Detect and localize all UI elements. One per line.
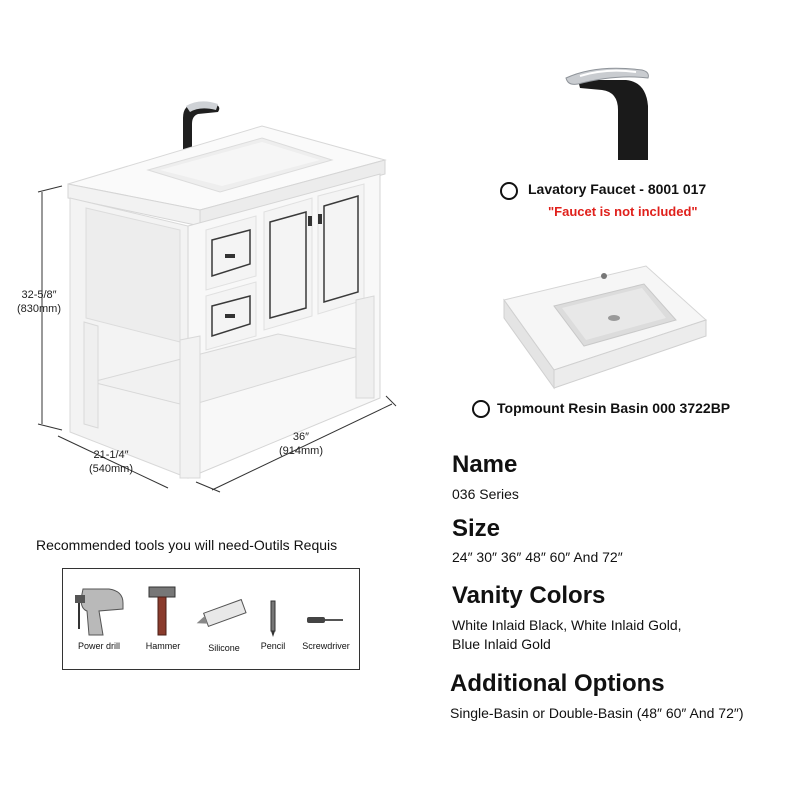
faucet-radio[interactable] xyxy=(500,182,518,200)
tools-box: Power drill Hammer Silicone Pencil Screw… xyxy=(62,568,360,670)
width-in-label: 36″ xyxy=(292,431,310,443)
silicone-icon xyxy=(196,598,247,628)
tool-label-silicone: Silicone xyxy=(208,643,240,653)
tool-label-screwdriver: Screwdriver xyxy=(302,641,350,651)
faucet-not-included-note: "Faucet is not included" xyxy=(548,204,698,219)
additional-options-value: Single-Basin or Double-Basin (48″ 60″ An… xyxy=(450,705,744,721)
screwdriver-icon xyxy=(307,617,343,623)
power-drill-icon xyxy=(75,588,124,636)
size-heading: Size xyxy=(452,515,501,542)
hammer-icon xyxy=(148,586,176,636)
tools-heading: Recommended tools you will need-Outils R… xyxy=(36,537,338,553)
additional-options-heading: Additional Options xyxy=(450,670,665,697)
vanity-colors-line2: Blue Inlaid Gold xyxy=(452,636,551,652)
tool-label-hammer: Hammer xyxy=(145,641,181,651)
name-value: 036 Series xyxy=(452,486,519,502)
vanity-colors-heading: Vanity Colors xyxy=(452,582,606,609)
faucet-image xyxy=(565,67,649,160)
depth-in-label: 21-1/4″ xyxy=(93,449,129,461)
dimension-lines xyxy=(37,185,397,493)
tool-label-power-drill: Power drill xyxy=(77,641,120,651)
depth-dimension: 21-1/4″ (540mm) xyxy=(76,448,146,476)
faucet-option-label: Lavatory Faucet - 8001 017 xyxy=(528,181,707,197)
basin-option-label: Topmount Resin Basin 000 3722BP xyxy=(497,400,731,416)
vanity-colors-line1: White Inlaid Black, White Inlaid Gold, xyxy=(452,617,682,633)
width-mm-label: (914mm) xyxy=(278,445,323,457)
pencil-icon xyxy=(270,600,276,637)
size-value: 24″ 30″ 36″ 48″ 60″ And 72″ xyxy=(452,549,623,565)
name-heading: Name xyxy=(452,451,518,478)
depth-mm-label: (540mm) xyxy=(88,463,133,475)
vanity-colors-value: White Inlaid Black, White Inlaid Gold, B… xyxy=(452,616,682,654)
vanity-faucet xyxy=(183,101,220,150)
height-mm-label: (830mm) xyxy=(16,303,61,315)
height-dimension: 32-5/8″ (830mm) xyxy=(8,288,70,316)
height-in-label: 32-5/8″ xyxy=(21,289,57,301)
basin-image xyxy=(503,265,707,390)
tool-label-pencil: Pencil xyxy=(260,641,286,651)
basin-radio[interactable] xyxy=(472,400,490,418)
vanity-illustration xyxy=(37,101,397,493)
width-dimension: 36″ (914mm) xyxy=(270,430,332,458)
